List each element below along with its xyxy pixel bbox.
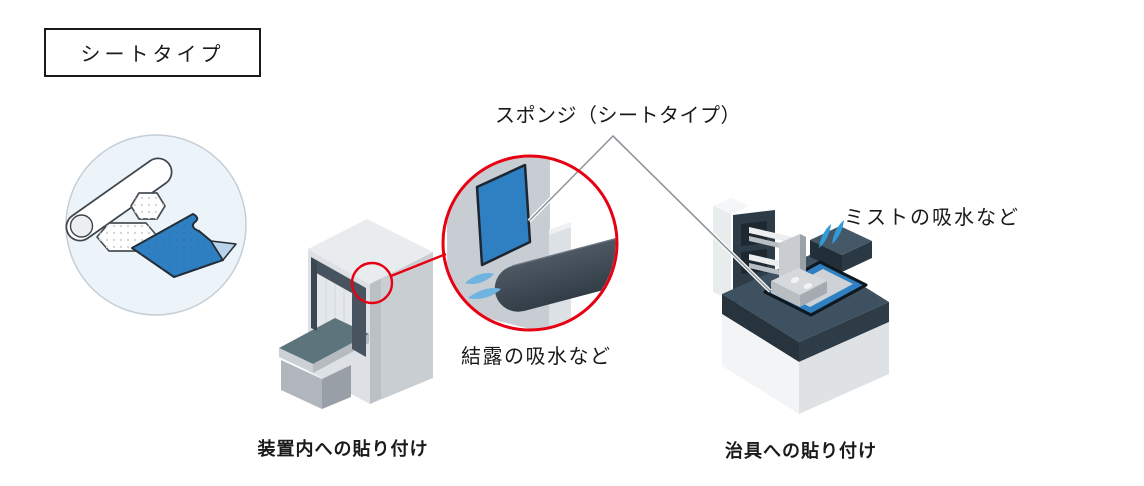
absorbed-water-drops-icon [465,273,501,299]
magnified-detail-callout [443,156,617,330]
caption-equipment-interior: 装置内への貼り付け [257,439,429,459]
mist-note: ミストの吸水など [844,207,1020,229]
sponge-roll [65,157,173,242]
jig-machine [713,198,889,414]
sheet-type-badge: シートタイプ [44,28,261,77]
callout-ring [441,154,619,332]
jig-bracket [771,268,827,307]
mist-splash-icon [819,220,844,248]
callout-link-line [390,252,447,278]
sheet-sponge-samples-icon [65,134,247,316]
condensation-note: 結露の吸水など [461,346,612,368]
highlight-circle-small [350,252,447,305]
equipment-machine [279,219,433,409]
label-connector-lines [527,134,772,293]
sponge-pointer-label: スポンジ（シートタイプ） [495,105,741,127]
sheet-type-badge-label: シートタイプ [80,44,225,66]
sponge-blue-sheet [131,213,237,278]
caption-jig: 治具への貼り付け [725,441,877,461]
callout-sponge-sheet [475,163,532,267]
